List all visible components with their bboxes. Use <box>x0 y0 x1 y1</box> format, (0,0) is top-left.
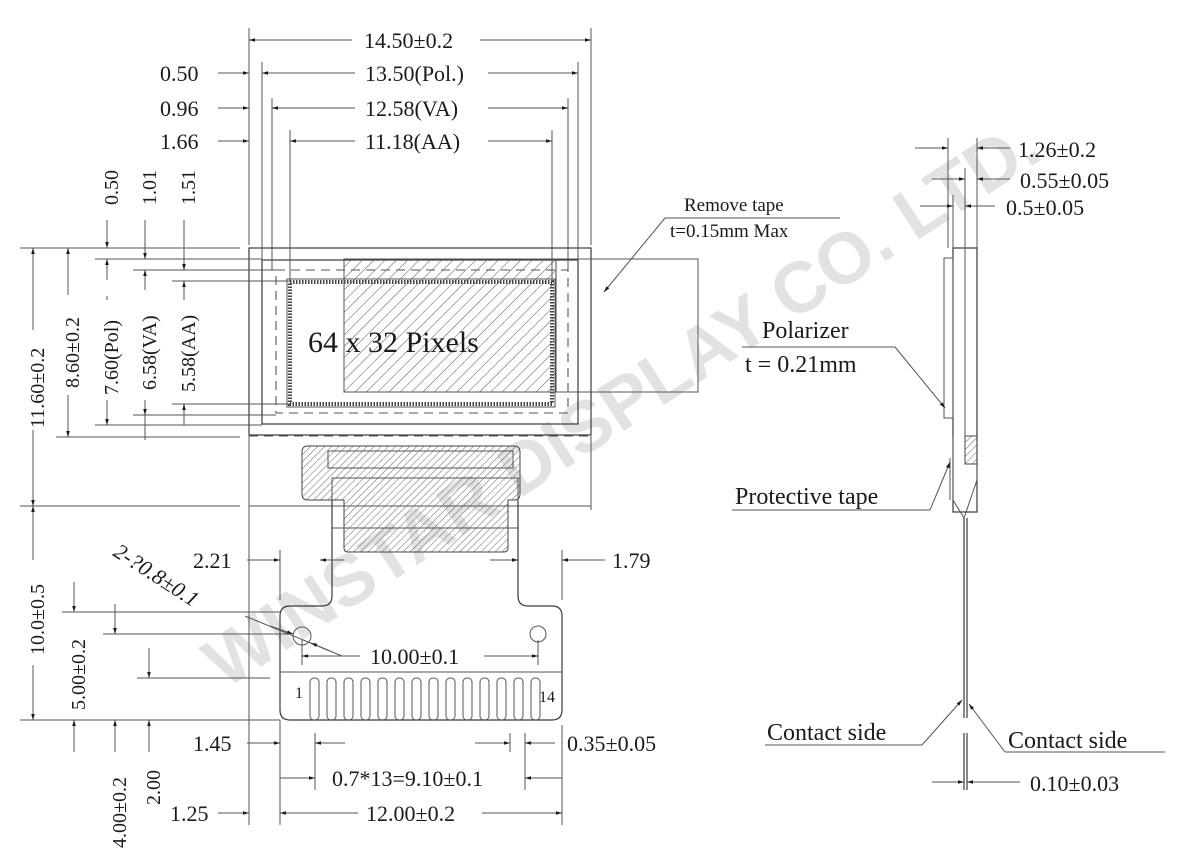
svg-text:12.58(VA): 12.58(VA) <box>365 96 458 121</box>
svg-text:0.50: 0.50 <box>160 61 199 86</box>
svg-text:1.26±0.2: 1.26±0.2 <box>1018 137 1096 162</box>
svg-text:1.66: 1.66 <box>160 129 199 154</box>
svg-text:7.60(Pol): 7.60(Pol) <box>101 320 123 395</box>
polarizer-label: Polarizer <box>762 318 849 344</box>
front-view: 64 x 32 Pixels 14.50±0.2 0.50 13.50(Pol.… <box>20 28 840 510</box>
svg-text:0.50: 0.50 <box>101 170 123 205</box>
svg-text:1.01: 1.01 <box>139 170 161 205</box>
svg-text:0.96: 0.96 <box>160 96 199 121</box>
svg-text:1.79: 1.79 <box>612 548 651 573</box>
svg-text:14.50±0.2: 14.50±0.2 <box>364 28 453 53</box>
contact-side-right-label: Contact side <box>1008 728 1127 754</box>
protective-tape-label: Protective tape <box>735 484 878 510</box>
remove-tape-thickness: t=0.15mm Max <box>670 221 789 242</box>
svg-text:1.51: 1.51 <box>178 170 200 205</box>
svg-text:12.00±0.2: 12.00±0.2 <box>366 801 455 826</box>
pixel-count-label: 64 x 32 Pixels <box>308 326 479 359</box>
fpc-pins <box>309 677 541 721</box>
svg-text:0.55±0.05: 0.55±0.05 <box>1020 168 1109 193</box>
polarizer-thickness: t = 0.21mm <box>745 352 857 378</box>
svg-text:10.0±0.5: 10.0±0.5 <box>27 584 49 655</box>
side-view: 1.26±0.2 0.55±0.05 0.5±0.05 Polarizer t … <box>732 137 1165 796</box>
svg-text:2.21: 2.21 <box>193 548 232 573</box>
svg-text:11.18(AA): 11.18(AA) <box>365 129 460 154</box>
svg-text:0.7*13=9.10±0.1: 0.7*13=9.10±0.1 <box>332 766 483 791</box>
svg-text:5.00±0.2: 5.00±0.2 <box>68 639 90 710</box>
svg-text:0.35±0.05: 0.35±0.05 <box>567 731 656 756</box>
svg-text:1.25: 1.25 <box>170 801 209 826</box>
svg-text:0.10±0.03: 0.10±0.03 <box>1030 771 1119 796</box>
svg-text:8.60±0.2: 8.60±0.2 <box>62 317 84 388</box>
svg-text:10.00±0.1: 10.00±0.1 <box>370 644 459 669</box>
svg-text:13.50(Pol.): 13.50(Pol.) <box>365 61 464 86</box>
svg-text:14: 14 <box>539 689 555 706</box>
svg-text:11.60±0.2: 11.60±0.2 <box>27 348 49 428</box>
svg-text:2.00: 2.00 <box>143 770 165 805</box>
svg-text:1.45: 1.45 <box>193 731 232 756</box>
svg-text:4.00±0.2: 4.00±0.2 <box>109 777 131 848</box>
svg-text:2-?0.8±0.1: 2-?0.8±0.1 <box>109 538 203 611</box>
svg-text:1: 1 <box>295 685 303 702</box>
svg-text:5.58(AA): 5.58(AA) <box>178 315 200 392</box>
contact-side-left-label: Contact side <box>767 720 886 746</box>
svg-text:0.5±0.05: 0.5±0.05 <box>1006 195 1084 220</box>
remove-tape-label: Remove tape <box>684 195 784 216</box>
svg-text:6.58(VA): 6.58(VA) <box>139 315 161 390</box>
